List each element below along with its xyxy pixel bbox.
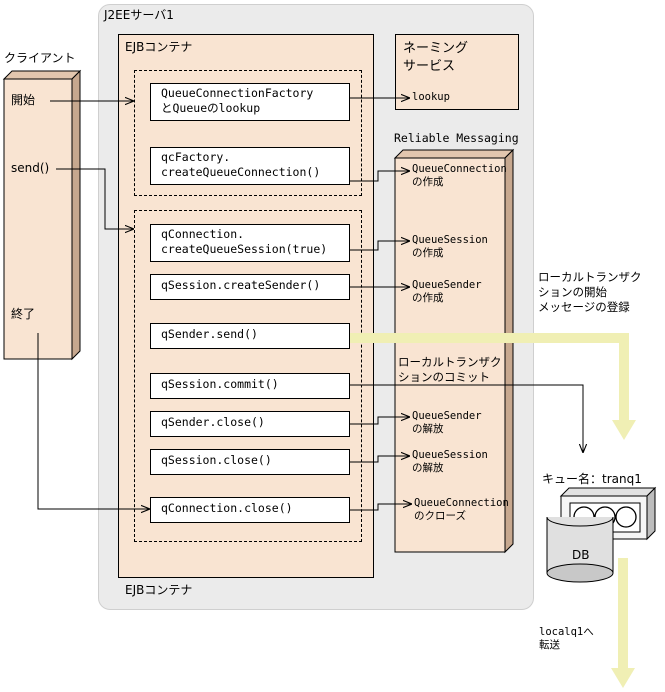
- reliable-messaging-title: Reliable Messaging: [394, 131, 519, 145]
- transaction-note: ローカルトランザクションの開始メッセージの登録: [538, 270, 642, 314]
- naming-service-panel: [395, 34, 519, 110]
- ejb-container-panel: [118, 34, 374, 578]
- client-send: send(): [11, 161, 50, 175]
- client-start: 開始: [11, 93, 36, 107]
- call-create-sender-box: qSession.createSender(): [150, 274, 350, 300]
- call-create-session-box: qConnection.createQueueSession(true): [150, 224, 350, 262]
- call-create-connection-box: qcFactory.createQueueConnection(): [150, 147, 350, 185]
- client-end: 終了: [11, 307, 36, 321]
- forward-label: localq1へ転送: [539, 626, 594, 651]
- naming-service-title: ネーミングサービス: [403, 41, 469, 74]
- dashed-group-1: [134, 70, 362, 196]
- call-sender-close-box: qSender.close(): [150, 411, 350, 437]
- call-session-close-box: qSession.close(): [150, 449, 350, 475]
- queue-name-label: キュー名：tranq1: [542, 472, 642, 486]
- client-title: クライアント: [4, 51, 76, 65]
- call-connection-close-box: qConnection.close(): [150, 497, 350, 523]
- rm-commit-note: ローカルトランザクションのコミット: [398, 355, 502, 384]
- queue-slot-icon: [615, 506, 637, 528]
- db-label: DB: [572, 548, 590, 562]
- lookup-label: lookup: [412, 91, 450, 103]
- call-send-box: qSender.send(): [150, 323, 350, 349]
- server-title: J2EEサーバ1: [104, 8, 174, 22]
- ejb-container-footer: EJBコンテナ: [125, 583, 193, 597]
- call-commit-box: qSession.commit(): [150, 373, 350, 399]
- ejb-container-title: EJBコンテナ: [125, 40, 193, 54]
- dashed-group-2: [134, 210, 362, 542]
